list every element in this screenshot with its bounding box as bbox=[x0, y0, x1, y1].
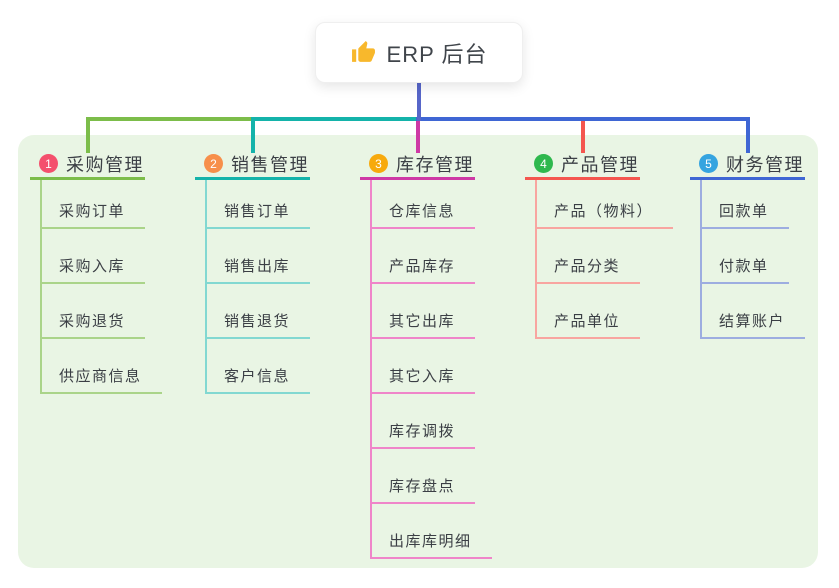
priority-badge: 1 bbox=[39, 154, 58, 173]
priority-badge: 5 bbox=[699, 154, 718, 173]
child-node[interactable]: 其它出库 bbox=[370, 284, 476, 339]
branch-node-5[interactable]: 5 财务管理 bbox=[690, 150, 805, 180]
branch-node-2[interactable]: 2 销售管理 bbox=[195, 150, 310, 180]
child-node-label: 产品库存 bbox=[389, 258, 456, 275]
child-node[interactable]: 产品单位 bbox=[535, 284, 641, 339]
branch-node-label: 库存管理 bbox=[396, 154, 474, 175]
child-node[interactable]: 销售退货 bbox=[205, 284, 311, 339]
connector-bus-left-2 bbox=[251, 117, 420, 121]
connector-bus-left-1 bbox=[86, 117, 255, 121]
child-node-label: 出库库明细 bbox=[389, 533, 472, 550]
child-node-label: 销售出库 bbox=[224, 258, 291, 275]
child-node[interactable]: 付款单 bbox=[700, 229, 789, 284]
branch-node-4[interactable]: 4 产品管理 bbox=[525, 150, 640, 180]
child-node-label: 采购订单 bbox=[59, 203, 126, 220]
thumbs-up-icon bbox=[351, 40, 376, 65]
child-node-list: 采购订单采购入库采购退货供应商信息 bbox=[40, 180, 170, 394]
child-node[interactable]: 库存盘点 bbox=[370, 449, 476, 504]
branch-column-5: 5 财务管理回款单付款单结算账户 bbox=[690, 150, 830, 339]
child-node-label: 库存调拨 bbox=[389, 423, 456, 440]
branch-node-label: 产品管理 bbox=[561, 154, 639, 175]
child-node-label: 产品（物料） bbox=[554, 203, 654, 220]
connector-bus-right bbox=[416, 117, 750, 121]
child-node-list: 回款单付款单结算账户 bbox=[700, 180, 830, 339]
child-node[interactable]: 产品库存 bbox=[370, 229, 476, 284]
child-node-label: 其它出库 bbox=[389, 313, 456, 330]
child-node-label: 回款单 bbox=[719, 203, 769, 220]
connector-drop-2 bbox=[251, 117, 255, 153]
branch-node-3[interactable]: 3 库存管理 bbox=[360, 150, 475, 180]
child-node[interactable]: 库存调拨 bbox=[370, 394, 476, 449]
child-node-label: 采购入库 bbox=[59, 258, 126, 275]
branch-node-label: 财务管理 bbox=[726, 154, 804, 175]
child-node[interactable]: 仓库信息 bbox=[370, 180, 476, 229]
branch-node-1[interactable]: 1 采购管理 bbox=[30, 150, 145, 180]
root-node-label: ERP 后台 bbox=[386, 41, 488, 67]
child-node-list: 销售订单销售出库销售退货客户信息 bbox=[205, 180, 335, 394]
child-node-label: 其它入库 bbox=[389, 368, 456, 385]
child-node[interactable]: 采购订单 bbox=[40, 180, 146, 229]
child-node[interactable]: 产品（物料） bbox=[535, 180, 674, 229]
child-node-list: 产品（物料） 产品分类产品单位 bbox=[535, 180, 674, 339]
mindmap-canvas bbox=[18, 135, 818, 568]
child-node-label: 产品单位 bbox=[554, 313, 621, 330]
child-node[interactable]: 采购入库 bbox=[40, 229, 146, 284]
child-node-label: 采购退货 bbox=[59, 313, 126, 330]
child-node-label: 销售订单 bbox=[224, 203, 291, 220]
connector-drop-4 bbox=[581, 117, 585, 153]
child-node-label: 仓库信息 bbox=[389, 203, 456, 220]
child-node[interactable]: 出库库明细 bbox=[370, 504, 492, 559]
branch-column-3: 3 库存管理仓库信息产品库存其它出库其它入库库存调拨库存盘点出库库明细 bbox=[360, 150, 500, 559]
connector-drop-5 bbox=[746, 117, 750, 153]
branch-node-label: 销售管理 bbox=[231, 154, 309, 175]
child-node[interactable]: 供应商信息 bbox=[40, 339, 162, 394]
child-node-label: 销售退货 bbox=[224, 313, 291, 330]
child-node-label: 产品分类 bbox=[554, 258, 621, 275]
child-node[interactable]: 客户信息 bbox=[205, 339, 311, 394]
connector-drop-1 bbox=[86, 117, 90, 153]
child-node-label: 供应商信息 bbox=[59, 368, 142, 385]
priority-badge: 2 bbox=[204, 154, 223, 173]
priority-badge: 3 bbox=[369, 154, 388, 173]
priority-badge: 4 bbox=[534, 154, 553, 173]
root-node[interactable]: ERP 后台 bbox=[315, 22, 523, 83]
branch-column-2: 2 销售管理销售订单销售出库销售退货客户信息 bbox=[195, 150, 335, 394]
connector-drop-3 bbox=[416, 117, 420, 153]
branch-node-label: 采购管理 bbox=[66, 154, 144, 175]
child-node-label: 付款单 bbox=[719, 258, 769, 275]
child-node[interactable]: 结算账户 bbox=[700, 284, 806, 339]
child-node-label: 库存盘点 bbox=[389, 478, 456, 495]
connector-root-stem bbox=[417, 83, 421, 121]
child-node-list: 仓库信息产品库存其它出库其它入库库存调拨库存盘点出库库明细 bbox=[370, 180, 500, 559]
child-node[interactable]: 销售订单 bbox=[205, 180, 311, 229]
child-node[interactable]: 其它入库 bbox=[370, 339, 476, 394]
branch-column-4: 4 产品管理产品（物料） 产品分类产品单位 bbox=[525, 150, 674, 339]
child-node-label: 结算账户 bbox=[719, 313, 786, 330]
child-node[interactable]: 回款单 bbox=[700, 180, 789, 229]
child-node[interactable]: 采购退货 bbox=[40, 284, 146, 339]
child-node[interactable]: 产品分类 bbox=[535, 229, 641, 284]
branch-column-1: 1 采购管理采购订单采购入库采购退货供应商信息 bbox=[30, 150, 170, 394]
child-node[interactable]: 销售出库 bbox=[205, 229, 311, 284]
child-node-label: 客户信息 bbox=[224, 368, 291, 385]
